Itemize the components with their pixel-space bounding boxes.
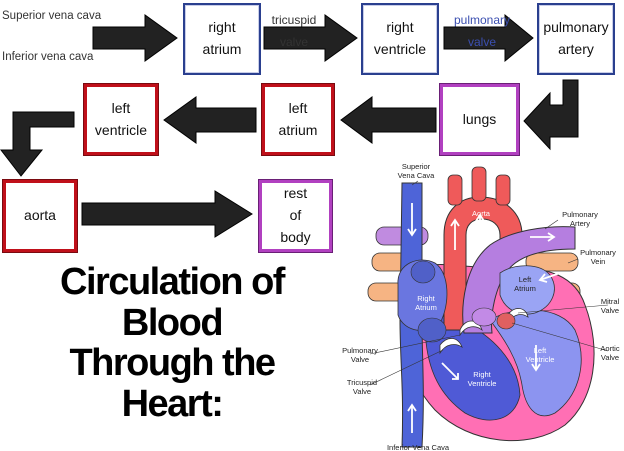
arrow-pulmonary-artery-to-lungs: [523, 79, 579, 151]
heart-label-mitral-valve-1: Mitral: [601, 297, 620, 306]
heart-label-left-atrium-1: Left: [519, 275, 532, 284]
title-line-1: Circulation of: [60, 261, 285, 303]
arrow-right-ventricle-to-pulmonary-artery: [443, 13, 534, 63]
heart-label-left-ventricle-2: Ventricle: [526, 355, 555, 364]
box-left-ventricle: left ventricle: [84, 84, 158, 155]
heart-label-pulmonary-artery-2: Artery: [570, 219, 590, 228]
heart-label-aortic-valve-2: Valve: [601, 353, 619, 362]
heart-label-tricuspid-valve-1: Tricuspid: [347, 378, 377, 387]
heart-label-superior-vena-cava-1: Superior: [402, 162, 431, 171]
box-rest-of-body: rest of body: [259, 180, 332, 252]
box-pulmonary-artery: pulmonary artery: [537, 3, 615, 75]
tricuspid-valve-line-1: tricuspid: [271, 13, 317, 27]
heart-flow-arrows: [407, 203, 561, 433]
box-right-atrium: right atrium: [183, 3, 261, 75]
box-right-ventricle: right ventricle: [361, 3, 439, 75]
box-left-ventricle-label: left ventricle: [94, 99, 148, 138]
heart-label-aorta: Aorta: [472, 209, 491, 218]
pulmonary-valve-label: pulmonary valve: [440, 9, 524, 53]
heart-label-inferior-vena-cava: Inferior Vena Cava: [387, 443, 450, 451]
box-lungs: lungs: [440, 84, 519, 155]
arrow-aorta-to-rest-of-body: [81, 190, 253, 238]
title-line-2: Blood: [121, 301, 224, 344]
heart-label-right-atrium-1: Right: [417, 294, 435, 303]
title-line-3: Through the: [69, 342, 276, 385]
box-left-atrium-label: left atrium: [278, 99, 318, 138]
heart-label-pulmonary-valve-1: Pulmonary: [342, 346, 378, 355]
box-pulmonary-artery-label: pulmonary artery: [543, 19, 609, 57]
arrow-right-atrium-to-right-ventricle: [263, 14, 358, 62]
pulmonary-trunk: [462, 226, 576, 334]
box-right-ventricle-label: right ventricle: [373, 19, 427, 57]
arrow-left-atrium-to-left-ventricle: [163, 96, 257, 144]
heart-label-left-atrium-2: Atrium: [514, 284, 536, 293]
heart-label-pulmonary-artery-1: Pulmonary: [562, 210, 598, 219]
heart-label-right-atrium-2: Atrium: [415, 303, 437, 312]
arrow-vena-cava-to-right-atrium: [92, 14, 178, 62]
title-line-4: Heart:: [121, 382, 224, 425]
box-aorta: aorta: [3, 180, 77, 252]
pulmonary-valve-line-1: pulmonary: [453, 13, 511, 27]
superior-vena-cava-label: Superior vena cava: [2, 10, 102, 22]
heart-label-left-ventricle-1: Left: [534, 346, 547, 355]
heart-label-aortic-valve-1: Aortic: [600, 344, 619, 353]
arrow-left-ventricle-to-aorta: [0, 111, 75, 177]
box-aorta-label: aorta: [24, 207, 56, 224]
pulmonary-valve-line-2: valve: [467, 35, 496, 50]
box-left-atrium: left atrium: [262, 84, 334, 155]
heart-label-superior-vena-cava-2: Vena Cava: [398, 171, 436, 180]
heart-label-pulmonary-vein-1: Pulmonary: [580, 248, 616, 257]
tricuspid-valve-line-2: valve: [279, 35, 308, 50]
right-atrium-chamber: [397, 259, 448, 331]
label-leader-lines: [369, 180, 609, 386]
box-right-atrium-label: right atrium: [202, 19, 242, 57]
heart-label-pulmonary-valve-2: Valve: [351, 355, 369, 364]
box-lungs-label: lungs: [462, 110, 497, 127]
heart-label-mitral-valve-2: Valve: [601, 306, 619, 315]
heart-label-pulmonary-vein-2: Vein: [591, 257, 606, 266]
heart-diagram: Superior Vena Cava Aorta Pulmonary Arter…: [342, 162, 620, 451]
page-title: Circulation of Blood Through the Heart:: [0, 262, 344, 425]
arrow-lungs-to-left-atrium: [340, 96, 437, 144]
heart-label-tricuspid-valve-2: Valve: [353, 387, 371, 396]
heart-label-right-ventricle-2: Ventricle: [468, 379, 497, 388]
box-rest-of-body-label: rest of body: [280, 185, 311, 245]
heart-label-right-ventricle-1: Right: [473, 370, 491, 379]
tricuspid-valve-label: tricuspid valve: [262, 9, 326, 53]
inferior-vena-cava-label: Inferior vena cava: [2, 51, 94, 63]
